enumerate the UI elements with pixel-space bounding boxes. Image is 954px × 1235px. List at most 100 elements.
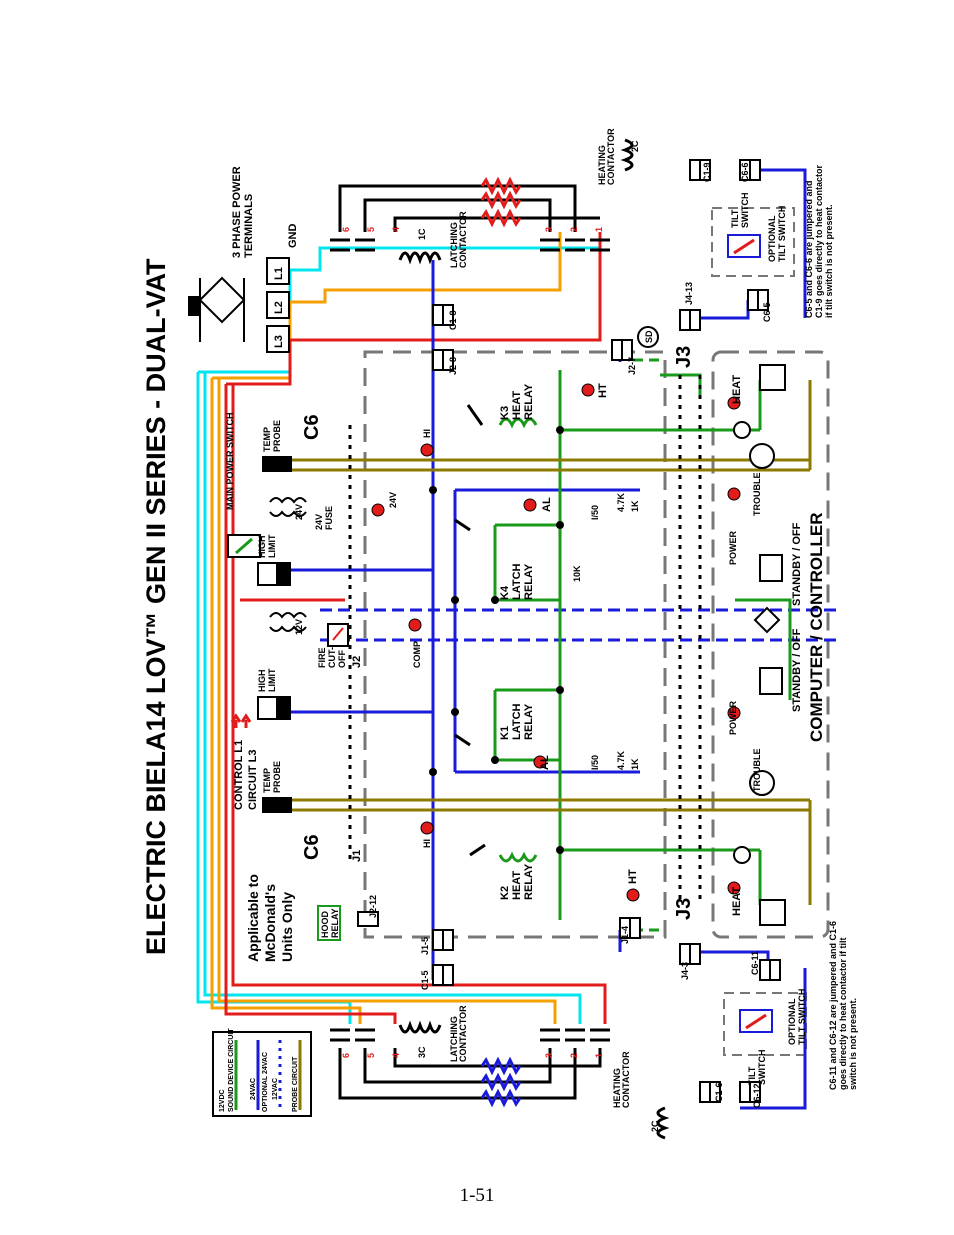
heating-contactor-bottom-2: CONTACTOR <box>621 1051 631 1108</box>
latching-contactor-bottom-1: LATCHING <box>449 1016 459 1062</box>
tilt-switch-top-1: TILT <box>730 209 740 228</box>
r10k-label: 10K <box>572 565 582 582</box>
k3-heat-relay-1: HEAT <box>511 391 523 420</box>
contact-5-top: 5 <box>366 227 376 232</box>
j4-13-label: J4-13 <box>684 282 694 305</box>
legend-item-6: PROBE CIRCUIT <box>292 1056 299 1112</box>
j3-bottom-label: J3 <box>673 898 695 920</box>
contact-5-bottom: 5 <box>366 1053 376 1058</box>
c6-6-label: C6-6 <box>740 162 750 182</box>
computer-controller-label: COMPUTER / CONTROLLER <box>807 513 826 743</box>
contactor-contacts-top <box>330 238 610 252</box>
terminal-l2-label: L2 <box>273 301 285 314</box>
k4-latch-relay-1: LATCH <box>511 563 523 600</box>
k4-label: K4 <box>499 585 511 600</box>
hood-relay <box>317 905 341 941</box>
phase-l3-wires <box>224 232 607 1024</box>
note-top-2: C1-9 goes directly to heat contactor <box>814 164 824 318</box>
junction-dots <box>429 426 564 854</box>
fuse-label-1: 24V <box>314 514 324 530</box>
i50-bottom: I/50 <box>590 755 600 770</box>
c1-9-label: C1-9 <box>702 162 712 182</box>
trouble-bottom-label: TROUBLE <box>752 749 762 793</box>
contactor-2c-top: 2C <box>630 140 640 152</box>
high-limit-bottom-2: LIMIT <box>267 668 277 692</box>
latching-contactor-top-1: LATCHING <box>449 222 459 268</box>
tilt-switch-top-2: SWITCH <box>740 193 750 229</box>
fuse-label-2: FUSE <box>324 506 334 530</box>
v24-indicator-label: 24V <box>388 492 398 508</box>
hi-top-label: HI <box>422 429 432 438</box>
trouble-top-label: TROUBLE <box>752 473 762 517</box>
legend-item-4: OPTIONAL 24VAC <box>262 1052 269 1112</box>
temp-probe-bottom-1: TEMP <box>262 768 272 793</box>
phase-terminals-label-2: TERMINALS <box>243 194 255 258</box>
resistor-symbols-bottom <box>480 1056 522 1108</box>
c6-11-label: C6-11 <box>750 951 760 975</box>
k1-latch-relay-1: LATCH <box>511 703 523 740</box>
j4-3-label: J4-3 <box>680 962 690 980</box>
resistor-symbols <box>480 176 522 228</box>
c6-bottom-label: C6 <box>301 834 323 860</box>
indicator-markers <box>371 383 741 902</box>
fire-cutoff-switch <box>327 623 349 647</box>
note-bottom-2: goes directly to heat contactor if tilt <box>838 937 848 1090</box>
heating-contactor-top-1: HEATING <box>597 145 607 185</box>
temp-probes <box>262 456 292 813</box>
high-limit-bottom-1: HIGH <box>257 670 267 693</box>
c1-8-label: C1-8 <box>448 310 458 330</box>
al-top-label: AL <box>541 497 553 512</box>
contactor-contacts-bottom <box>330 1028 610 1042</box>
connector-blocks <box>357 159 781 1103</box>
hi-bottom-label: HI <box>422 839 432 848</box>
contactor-1c-label: 1C <box>417 228 427 240</box>
contact-4-top: 4 <box>391 227 401 232</box>
r47k-top: 4.7K <box>616 492 626 512</box>
applicability-line-1: Applicable to <box>245 874 261 962</box>
high-limit-top-1: HIGH <box>257 536 267 559</box>
heater-elements-bottom <box>338 1048 602 1100</box>
controller-components <box>733 364 786 926</box>
note-bottom-1: C6-11 and C6-12 are jumpered and C1-6 <box>828 921 838 1090</box>
contact-3-top: 3 <box>544 227 554 232</box>
main-power-switch <box>227 534 261 558</box>
heater-elements-top <box>338 184 600 232</box>
heat-bottom-label: HEAT <box>731 887 743 916</box>
optional-tilt-top-1: OPTIONAL <box>767 215 777 262</box>
j2-8-label: J2-8 <box>448 357 458 375</box>
j2-12-label: J2-12 <box>368 895 378 918</box>
v12-wiring <box>493 370 792 920</box>
control-circuit-1: CONTROL L1 <box>233 740 245 810</box>
gnd-label: GND <box>287 224 299 249</box>
i50-top: I/50 <box>590 505 600 520</box>
temp-probe-bottom-2: PROBE <box>272 761 282 793</box>
heating-contactor-top-2: CONTACTOR <box>606 128 616 185</box>
contactor-2c-bottom: 2C <box>650 1120 660 1132</box>
contact-3-bottom: 3 <box>544 1053 554 1058</box>
optional-tilt-bottom-1: OPTIONAL <box>787 998 797 1045</box>
c6-top-label: C6 <box>301 414 323 440</box>
phase-terminals-label-1: 3 PHASE POWER <box>231 166 243 258</box>
fire-cutoff-2: CUT- <box>327 647 337 668</box>
k2-heat-relay-2: RELAY <box>523 863 535 900</box>
k3-label: K3 <box>499 406 511 420</box>
transformers <box>269 497 307 632</box>
fire-cutoff-3: OFF <box>337 650 347 668</box>
contact-4-bottom: 4 <box>391 1053 401 1058</box>
tilt-switch-bottom-2: SWITCH <box>757 1050 767 1086</box>
contact-1-bottom: 1 <box>594 1053 604 1058</box>
al-bottom-label: AL <box>539 755 551 770</box>
note-top-1: C6-5 and C6-6 are jumpered and <box>804 180 814 318</box>
k1-label: K1 <box>499 726 511 740</box>
relay-coils <box>498 417 538 863</box>
ht-top-label: HT <box>597 383 609 398</box>
standby-off-top: STANDBY / OFF <box>791 522 803 606</box>
latching-contactor-top-2: CONTACTOR <box>458 211 468 268</box>
phase-l2-wires <box>210 232 562 1024</box>
contact-6-top: 6 <box>341 227 351 232</box>
computer-controller-frame <box>711 350 830 939</box>
high-limits <box>257 562 291 720</box>
r47k-bottom: 4.7K <box>616 750 626 770</box>
tilt-switch-bottom <box>739 1009 773 1033</box>
